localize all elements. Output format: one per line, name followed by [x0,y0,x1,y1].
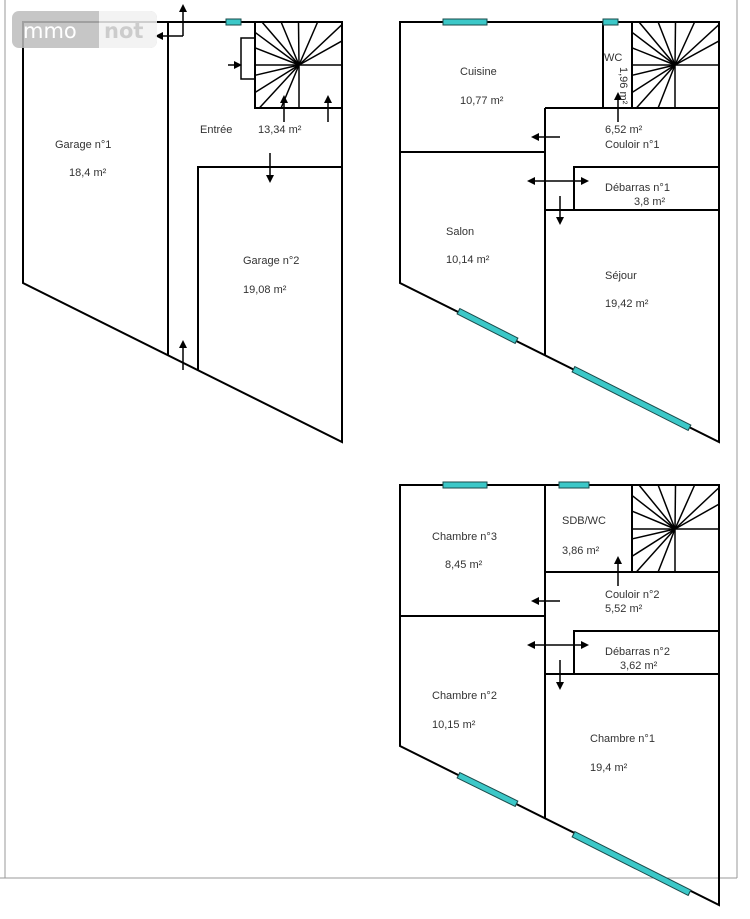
stair-step [258,64,300,109]
room-area-couloir-2: 5,52 m² [605,603,643,615]
stair-step [280,21,300,66]
window [442,18,488,26]
door-arrows [155,4,332,370]
watermark-text-1: mmo [23,19,77,43]
stair-step [635,528,676,573]
plan-second-floor: Chambre n°3 8,45 m² SDB/WC 3,86 m² Coulo… [399,481,720,907]
room-area-chambre-3: 8,45 m² [445,559,483,571]
stair-step [261,21,300,66]
room-name-chambre-1: Chambre n°1 [590,733,655,745]
room-name-chambre-3: Chambre n°3 [432,531,497,543]
room-area-wc: 1,96 m² [617,67,629,105]
page-frame [0,0,738,879]
stair-step [298,24,343,66]
stair-step [674,40,720,66]
room-name-chambre-2: Chambre n°2 [432,690,497,702]
stair-step [298,40,343,66]
stair-step [657,21,676,66]
window [225,18,242,26]
stair-step [657,64,676,109]
stair-step [635,64,676,109]
room-area-debarras-2: 3,62 m² [620,660,658,672]
room-name-garage-2: Garage n°2 [243,255,299,267]
outer-walls [399,484,720,907]
room-name-wc: WC [604,52,622,64]
stair-landing [240,37,256,80]
room-name-cuisine: Cuisine [460,66,497,78]
stair-step [657,528,676,573]
staircase [631,21,720,109]
room-area-garage-2: 19,08 m² [243,284,287,296]
stair-step [631,528,676,540]
stair-step [631,31,676,66]
window [442,481,488,489]
bay-windows [456,307,692,432]
window [558,481,590,489]
stair-step [631,64,676,94]
stair-step [254,64,300,94]
stair-step [631,494,676,530]
room-name-debarras-1: Débarras n°1 [605,182,670,194]
room-area-entree: 13,34 m² [258,124,302,136]
stair-step [674,24,720,66]
room-area-sejour: 19,42 m² [605,298,649,310]
room-name-sdb-wc: SDB/WC [562,515,606,527]
stair-step [254,31,300,66]
room-name-salon: Salon [446,226,474,238]
stair-step [674,503,720,530]
stair-step [674,487,720,530]
stair-step [674,484,677,530]
room-area-couloir-1: 6,52 m² [605,124,643,136]
room-area-debarras-1: 3,8 m² [634,196,666,208]
stair-step [674,21,696,66]
room-name-sejour: Séjour [605,270,637,282]
staircase [631,484,720,573]
outer-walls [22,21,343,444]
room-area-chambre-1: 19,4 m² [590,762,628,774]
stair-step [298,21,319,66]
stair-step [254,64,300,77]
staircase [254,21,343,109]
stair-step [674,21,677,66]
room-area-sdb-wc: 3,86 m² [562,545,600,557]
stair-step [674,484,696,530]
stair-step [631,47,676,66]
stair-step [657,484,676,530]
room-area-cuisine: 10,77 m² [460,95,504,107]
plan-first-floor: Cuisine 10,77 m² WC 1,96 m² 6,52 m² Coul… [399,18,720,444]
bay-windows [456,771,692,897]
room-name-debarras-2: Débarras n°2 [605,646,670,658]
door-arrows [527,92,622,225]
stair-step [254,47,300,66]
stair-step [631,528,676,557]
window [602,18,619,26]
watermark-text-2: not [104,19,143,43]
stair-step [297,21,300,66]
stair-step [638,484,676,530]
room-area-salon: 10,14 m² [446,254,490,266]
room-area-chambre-2: 10,15 m² [432,719,476,731]
stair-step [638,21,676,66]
watermark-logo: mmo not [12,11,157,48]
stair-step [631,64,676,77]
room-name-couloir-2: Couloir n°2 [605,589,660,601]
room-area-garage-1: 18,4 m² [69,167,107,179]
room-name-couloir-1: Couloir n°1 [605,139,660,151]
stair-step [631,510,676,530]
room-name-garage-1: Garage n°1 [55,139,111,151]
room-name-entree: Entrée [200,124,232,136]
plan-ground-floor: Garage n°1 18,4 m² Entrée 13,34 m² Garag… [22,4,343,444]
door-arrows [527,556,622,690]
